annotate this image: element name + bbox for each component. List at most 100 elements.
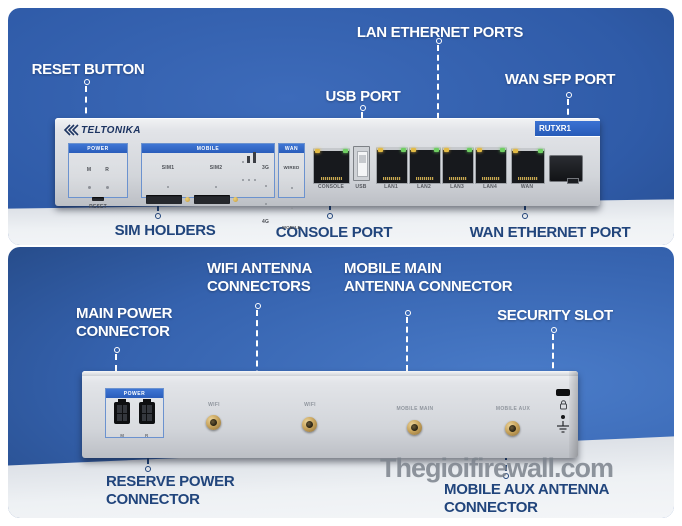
wifi-antenna-connector-1: [206, 415, 221, 430]
callout-line: CONNECTOR: [106, 491, 200, 508]
reset-hole: [92, 197, 104, 201]
callout-main-power-connector: MAIN POWER CONNECTOR: [76, 305, 172, 341]
callout-security-slot: SECURITY SLOT: [497, 307, 613, 324]
callout-line: ANTENNA CONNECTOR: [344, 278, 513, 295]
callout-lan-ethernet-ports: LAN ETHERNET PORTS: [356, 24, 524, 41]
wan-mobile-label: MOBILE: [282, 225, 301, 230]
wifi2-connector-label: WIFI: [304, 402, 316, 408]
wan-box-title: WAN: [279, 144, 304, 153]
sim2-slot: [194, 195, 231, 204]
leader-ring: [155, 213, 161, 219]
teltonika-chevron-icon: [63, 124, 79, 136]
leader-ring: [360, 105, 366, 111]
mobile-aux-connector-label: MOBILE AUX: [495, 406, 531, 412]
wan-port-label: WAN: [520, 184, 534, 190]
lan1-port: [376, 147, 408, 184]
router-back-chassis: POWER M R: [82, 371, 578, 458]
callout-wifi-antenna-connectors: WIFI ANTENNA CONNECTORS: [207, 260, 312, 296]
lan1-port-label: LAN1: [384, 184, 398, 190]
sim1-slot: [146, 195, 183, 204]
back-panel-photo: WIFI ANTENNA CONNECTORS MOBILE MAIN ANTE…: [8, 247, 674, 518]
usb-port-label: USB: [355, 184, 367, 190]
leader-ring: [551, 327, 557, 333]
reset-label: RESET: [89, 204, 107, 210]
callout-wan-ethernet-port: WAN ETHERNET PORT: [469, 224, 631, 241]
lan4-port-label: LAN4: [483, 184, 497, 190]
leader-ring: [566, 92, 572, 98]
lan2-port-label: LAN2: [417, 184, 431, 190]
callout-line: MOBILE MAIN: [344, 260, 442, 277]
leader-line: [256, 310, 258, 407]
main-power-connector: [114, 399, 131, 424]
grounding-symbol-icon: [557, 421, 569, 433]
grounding-screw: [561, 415, 565, 419]
callout-console-port: CONSOLE PORT: [275, 224, 393, 241]
callout-line: CONNECTOR: [76, 323, 170, 340]
network-3g-label: 3G: [262, 165, 270, 171]
sim1-label: SIM1: [161, 165, 175, 171]
callout-usb-port: USB PORT: [325, 88, 401, 105]
lock-icon: [560, 400, 567, 410]
reserve-power-connector: [138, 399, 155, 424]
leader-ring: [503, 473, 509, 479]
callout-mobile-main-antenna-connector: MOBILE MAIN ANTENNA CONNECTOR: [344, 260, 513, 296]
lan4-port: [475, 147, 507, 184]
callout-line: CONNECTOR: [444, 499, 538, 516]
router-front-chassis: TELTONIKA RUTXR1 POWER M R RESET MOBILE: [55, 118, 600, 230]
lan3-port: [442, 147, 474, 184]
security-slot: [556, 389, 570, 396]
model-badge: RUTXR1: [535, 121, 600, 137]
mobile-status-box: MOBILE SIM1 SIM2: [141, 143, 275, 225]
callout-sim-holders: SIM HOLDERS: [114, 222, 216, 239]
sim2-eject-button: [233, 197, 238, 202]
reserve-connector-label: R: [145, 433, 149, 438]
wired-label: WIRED: [283, 165, 300, 170]
leader-ring: [84, 79, 90, 85]
main-connector-label: M: [120, 433, 125, 438]
leader-line: [437, 45, 439, 148]
lan3-port-label: LAN3: [450, 184, 464, 190]
led-label-m: M: [86, 167, 92, 173]
leader-ring: [522, 213, 528, 219]
sim2-label: SIM2: [209, 165, 223, 171]
callout-line: CONNECTORS: [207, 278, 311, 295]
callout-reset-button: RESET BUTTON: [31, 61, 145, 78]
callout-line: RESERVE POWER: [106, 473, 235, 490]
wan-status-box: WAN WIRED MOBILE: [278, 143, 305, 230]
network-4g-label: 4G: [262, 219, 270, 225]
brand-text: TELTONIKA: [81, 124, 141, 136]
callout-reserve-power-connector: RESERVE POWER CONNECTOR: [106, 473, 235, 509]
power-box-title: POWER: [69, 144, 127, 153]
console-port: [313, 148, 350, 184]
wan-ethernet-port: [511, 148, 545, 184]
leader-ring: [145, 466, 151, 472]
leader-ring: [114, 347, 120, 353]
leader-line: [406, 317, 408, 419]
callout-line: MAIN POWER: [76, 305, 173, 322]
callout-mobile-aux-antenna-connector: MOBILE AUX ANTENNA CONNECTOR: [444, 481, 609, 517]
led-label-r: R: [105, 167, 110, 173]
back-power-box: POWER M R: [105, 388, 164, 438]
watermark: Thegioifirewall.com: [380, 453, 614, 483]
chassis-side-face: [569, 371, 578, 458]
callout-wan-sfp-port: WAN SFP PORT: [504, 71, 616, 88]
mobile-main-connector-label: MOBILE MAIN: [396, 406, 434, 412]
usb-port: [353, 146, 370, 181]
callout-line: MOBILE AUX ANTENNA: [444, 481, 610, 498]
mobile-box-title: MOBILE: [142, 144, 274, 153]
leader-line: [552, 334, 554, 387]
front-panel-photo: RESET BUTTON LAN ETHERNET PORTS USB PORT…: [8, 8, 674, 245]
wifi-antenna-connector-2: [302, 417, 317, 432]
leader-ring: [436, 38, 442, 44]
console-port-label: CONSOLE: [317, 184, 345, 190]
leader-ring: [327, 213, 333, 219]
back-power-title: POWER: [106, 389, 163, 398]
teltonika-logo: TELTONIKA: [63, 124, 141, 136]
leader-ring: [405, 310, 411, 316]
mobile-main-antenna-connector: [407, 420, 422, 435]
callout-line: WIFI ANTENNA: [207, 260, 312, 277]
signal-strength-bars: [242, 152, 256, 186]
mobile-aux-antenna-connector: [505, 421, 520, 436]
wifi1-connector-label: WIFI: [208, 402, 220, 408]
